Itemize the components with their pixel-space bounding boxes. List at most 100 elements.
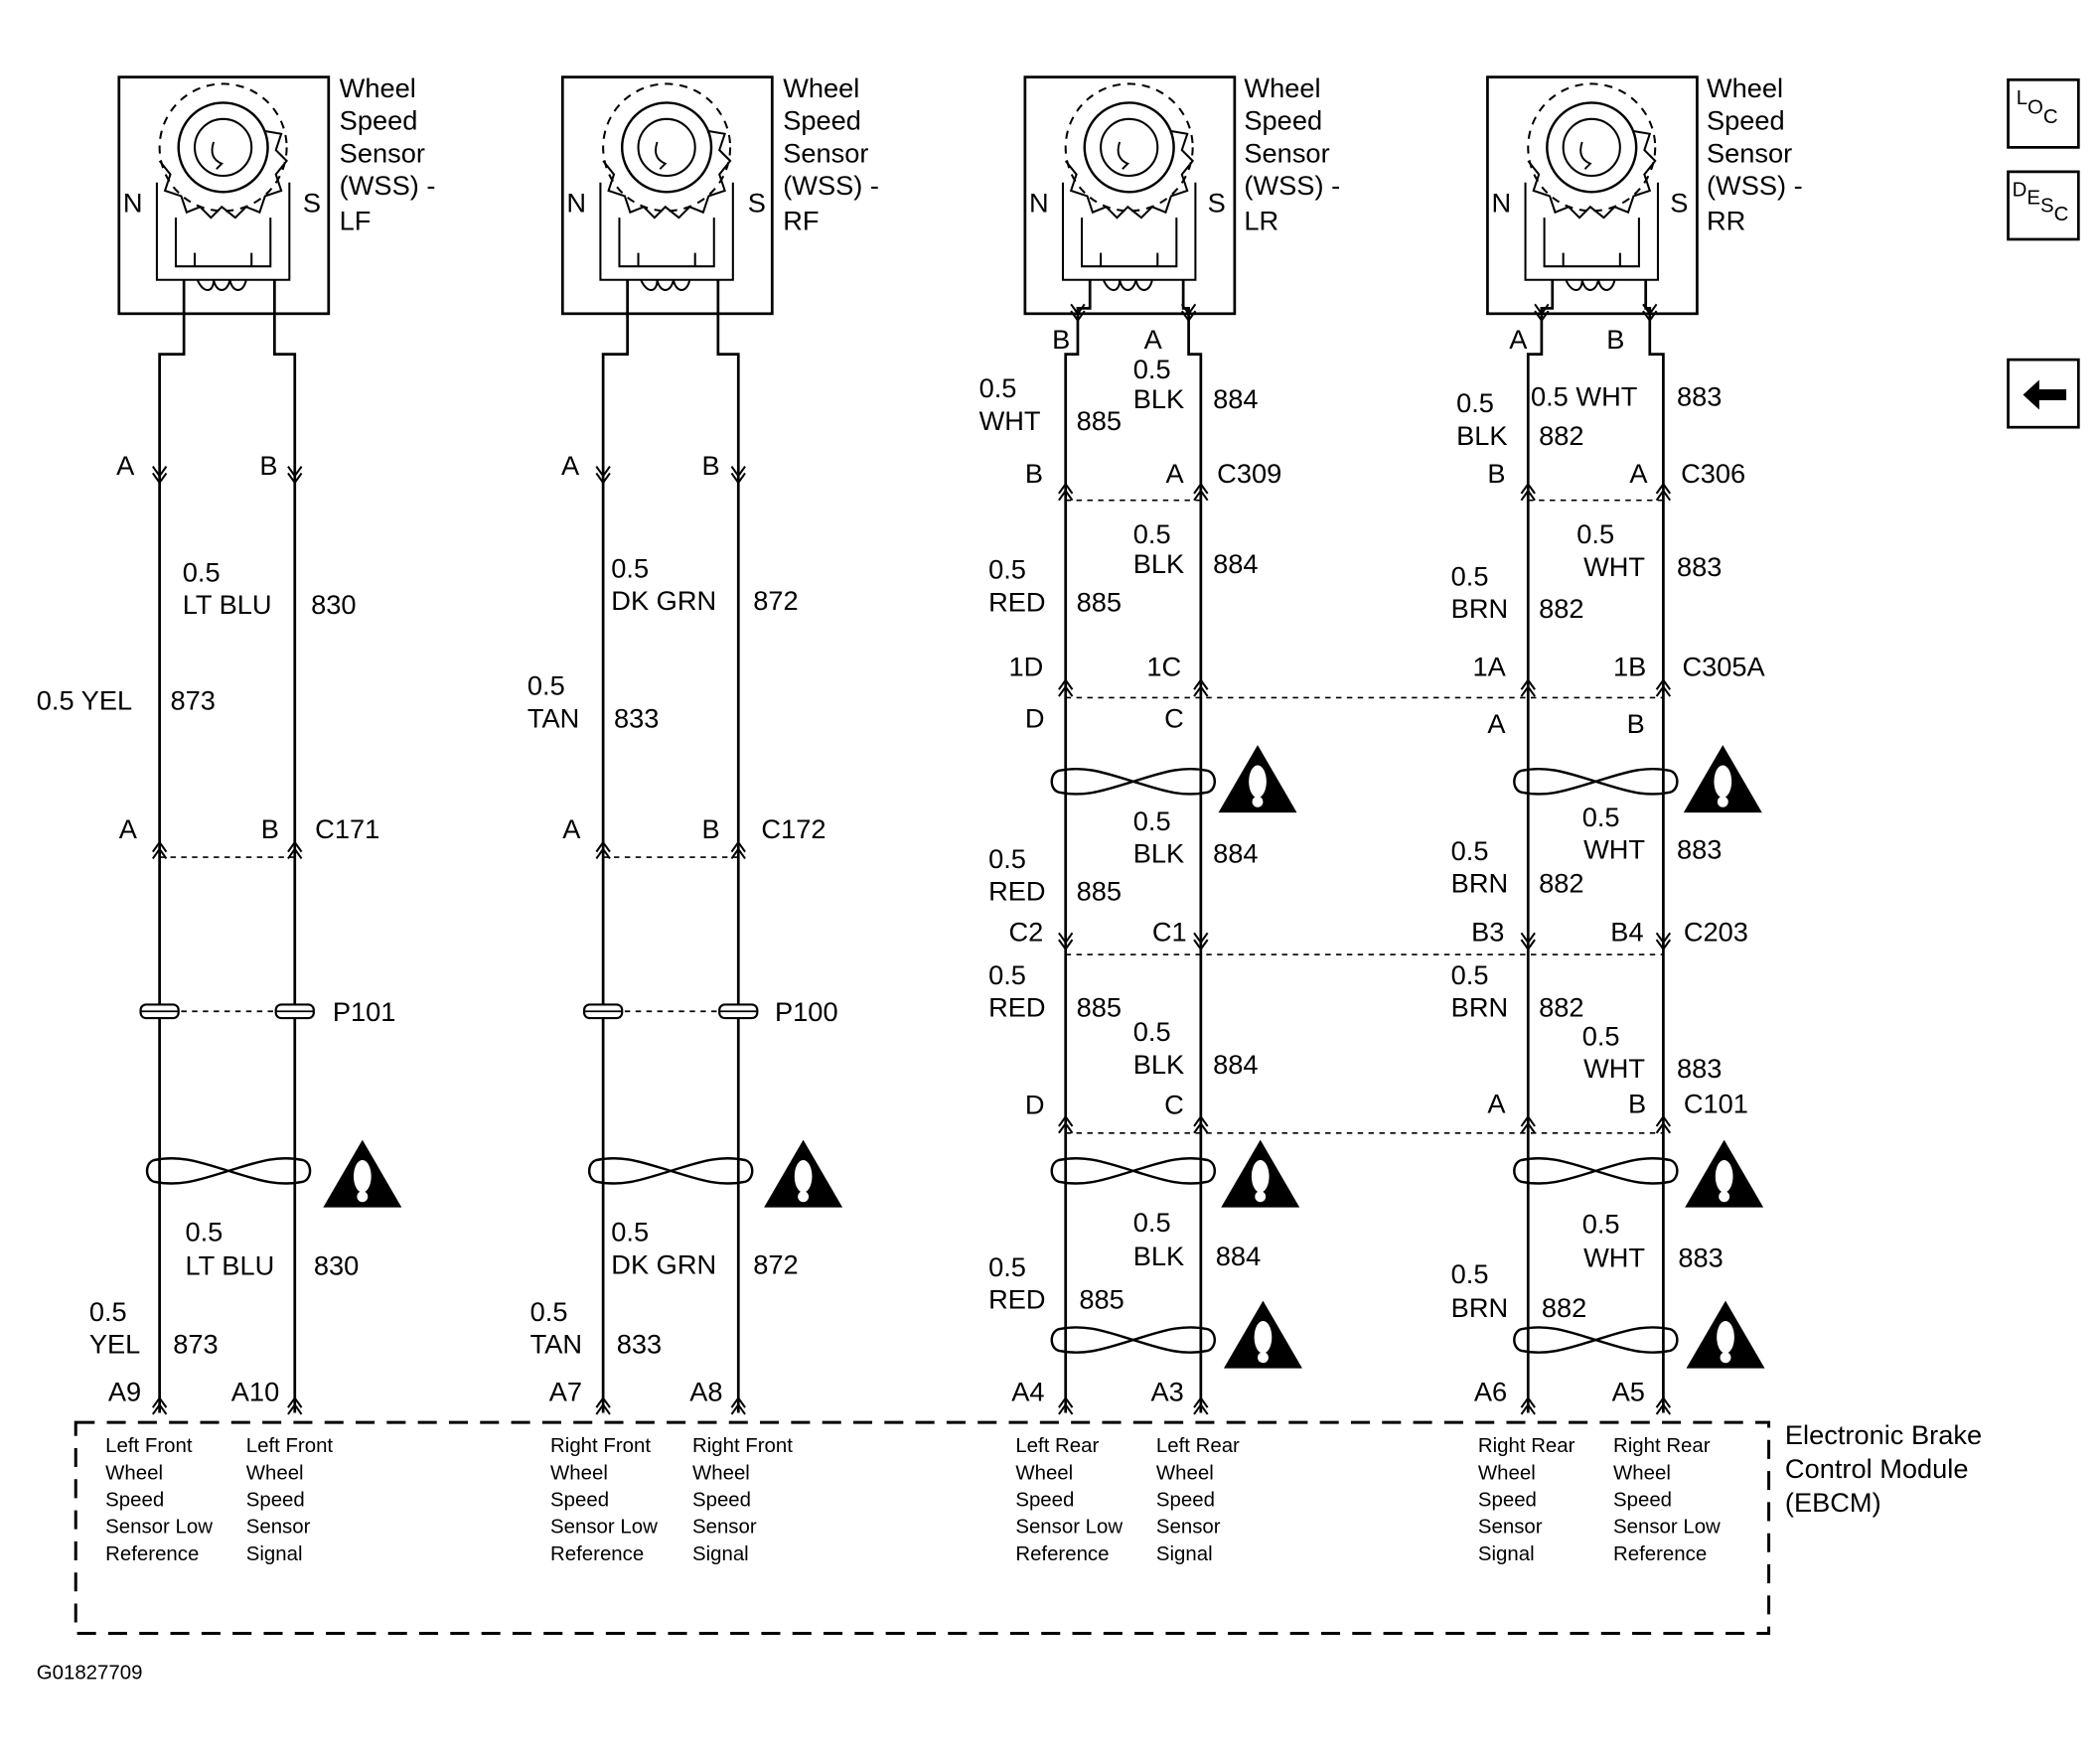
pin-label: A3 [1150,1376,1183,1406]
terminal-label: A [562,813,581,844]
pin-function-line: Sensor Low [550,1517,658,1538]
ebcm-title-line: Electronic Brake [1785,1419,1982,1450]
pin-function-line: Sensor Low [1613,1517,1721,1538]
terminal-label: B [702,450,720,481]
pin-function-line: Left Rear [1156,1435,1240,1457]
sensor-rf [560,75,774,316]
circuit-number: 882 [1539,593,1583,624]
wire-color: WHT [979,405,1041,436]
terminal-label: A [1629,458,1648,489]
pin-function-line: Right Front [692,1435,793,1457]
connector-id: C306 [1681,458,1745,489]
sensor-lf-s: S [303,188,321,219]
wire-size: 0.5 [988,554,1026,585]
wire-color: LT BLU [183,589,272,620]
wire-size: 0.5 [1456,387,1494,418]
sensor-lr-s: S [1208,188,1226,219]
ebcm-module-box [74,1420,1771,1635]
circuit-number: 885 [1077,992,1122,1023]
wire-color: TAN [527,702,579,733]
connector-id: C203 [1684,916,1748,947]
pin-function-line: Signal [692,1543,749,1565]
loc-button[interactable]: LOC [2007,77,2080,149]
terminal-label: D [1025,702,1045,733]
wire-color: WHT [1583,833,1645,864]
sensor-title-line: (WSS) - [340,170,436,201]
pin-label: A7 [549,1376,582,1406]
pin-function-line: Speed [1015,1489,1074,1511]
pin-function-line: Speed [246,1489,305,1511]
circuit-number: 883 [1677,833,1722,864]
pin-function-line: Speed [1478,1489,1537,1511]
sensor-rf-s: S [748,188,766,219]
connector-id: C309 [1217,458,1281,489]
terminal-label: 1A [1472,652,1506,682]
wire-color: RED [988,1284,1045,1315]
terminal-label: A [1165,458,1184,489]
circuit-number: 882 [1539,867,1583,898]
pin-function-line: Sensor [1478,1517,1543,1538]
sensor-rf-n: N [566,188,586,219]
terminal-label: B [1627,708,1645,739]
wire-size: 0.5 [1582,1020,1620,1051]
circuit-number: 883 [1677,380,1722,411]
sensor-rr [1486,75,1699,316]
circuit-number: 872 [753,585,798,616]
pin-function-line: Wheel [105,1462,163,1484]
pin-function-line: Wheel [1613,1462,1671,1484]
circuit-number: 884 [1213,838,1258,869]
wire-color: RED [988,992,1045,1023]
pin-function-line: Reference [105,1543,199,1565]
circuit-number: 883 [1677,1053,1722,1084]
warning-icon [323,1139,402,1208]
pin-function-line: Speed [550,1489,609,1511]
terminal-label: B [261,813,279,844]
warning-icon [764,1139,843,1208]
wire-color: WHT [1583,1053,1645,1084]
pin-function-line: Left Front [246,1435,334,1457]
terminal-label: C1 [1152,916,1187,947]
pin-function-line: Sensor [1156,1517,1221,1538]
back-button[interactable]: ← [2007,358,2080,429]
desc-button[interactable]: DESC [2007,170,2080,241]
wire-size: 0.5 [1582,1209,1620,1240]
pin-label: A4 [1011,1376,1044,1406]
pin-function-line: Left Rear [1015,1435,1099,1457]
sensor-title-line: Speed [340,105,418,136]
pin-function-line: Wheel [1156,1462,1214,1484]
connector-id: C305A [1682,652,1765,682]
ebcm-title-line: Control Module [1785,1453,1969,1484]
wire-size: 0.5 [988,1251,1026,1282]
sensor-title-line: (WSS) - [1244,170,1340,201]
terminal-label: A [1487,708,1506,739]
wire-size: 0.5 [988,959,1026,990]
loc-button-label: LOC [2017,87,2058,128]
wire-color: DK GRN [611,585,716,616]
lr-labels: B A 0.5 WHT 885 0.5 BLK 884 B A C309 0.5… [979,324,1282,1406]
pin-function-line: Signal [246,1543,303,1565]
warning-icon [1221,1139,1300,1208]
sensor-title-line: Wheel [1244,73,1320,103]
sensor-title-line: Wheel [340,73,416,103]
wire-color: YEL [89,1329,140,1360]
sensor-title-line: Speed [783,105,861,136]
wire-color: RED [988,586,1045,617]
twisted-pairs [145,767,1679,1354]
sensor-title-line: Sensor [783,137,868,168]
circuit-number: 884 [1213,548,1258,579]
circuit-number: 885 [1077,876,1122,907]
pin-function-line: Wheel [692,1462,750,1484]
sensor-title-line: Speed [1244,105,1322,136]
wire-size: 0.5 [1451,835,1489,866]
circuit-number: 873 [173,1329,218,1360]
terminal-label: 1B [1613,652,1646,682]
wire-size: 0.5 [1451,959,1489,990]
wire-color: TAN [530,1329,582,1360]
connector-arrows [151,303,1672,1415]
wire-color: BLK [1456,420,1507,451]
terminal-label: A [1509,324,1528,355]
circuit-number: 885 [1077,586,1122,617]
wire-color: BRN [1451,593,1508,624]
sensor-position: LF [340,205,372,235]
